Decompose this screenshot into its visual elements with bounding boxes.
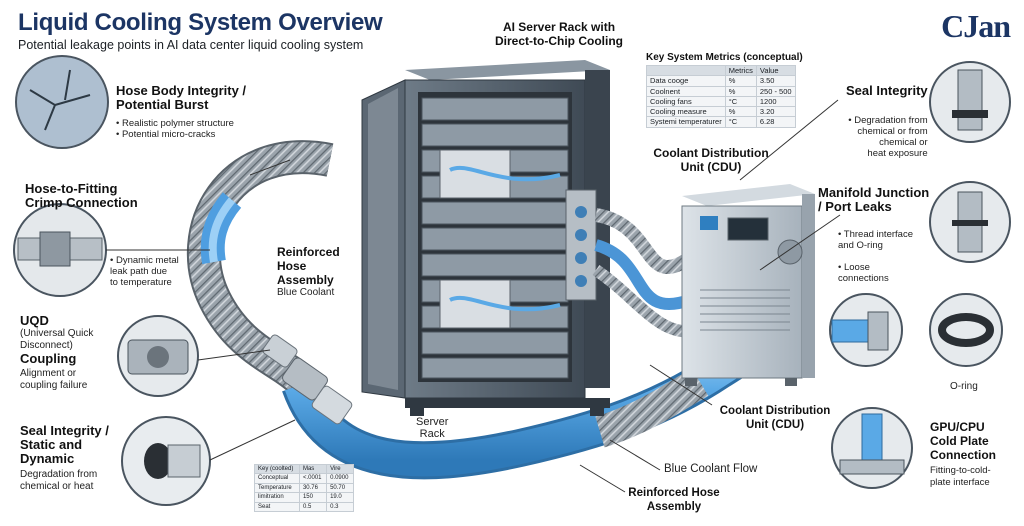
metrics-cell: Cooling fans <box>646 95 726 108</box>
callout-title: Manifold Junction / Port Leaks <box>818 185 930 214</box>
metrics-cell: Coolnent <box>646 85 726 97</box>
metrics-cell: 250 - 500 <box>755 85 796 97</box>
small-table-cell: limitration <box>254 492 300 503</box>
metrics-cell: % <box>724 75 757 87</box>
metrics-title: Key System Metrics (conceptual) <box>646 52 803 63</box>
table-row: Cooling measure%3.20 <box>646 106 796 118</box>
cdu-top-label: Coolant Distribution Unit (CDU) <box>653 146 769 174</box>
small-table-cell: Conceptual <box>254 473 300 484</box>
callout-crimp: Hose-to-Fitting Crimp Connection <box>25 182 138 210</box>
small-table-cell: 0.5 <box>298 501 328 513</box>
callout-circle-seal-right <box>929 61 1011 143</box>
callout-bullet: Potential micro-cracks <box>116 129 246 140</box>
callout-circle-manifold <box>929 181 1011 263</box>
metrics-cell: 3.50 <box>755 75 796 87</box>
callout-bullet: Thread interface and O-ring <box>838 229 929 251</box>
callout-bullet: Dynamic metal leak path due to temperatu… <box>110 255 179 288</box>
metrics-cell: 1200 <box>755 95 796 108</box>
callout-bullet: Realistic polymer structure <box>116 118 246 129</box>
callout-subtitle: (Universal Quick Disconnect) <box>20 328 94 351</box>
small-table-cell: Temperature <box>254 482 300 494</box>
table-row: Data cooge%3.50 <box>646 75 796 87</box>
metrics-cell: °C <box>724 95 757 108</box>
brand-logo: CJan <box>941 8 1011 44</box>
metrics-panel: Key System Metrics (conceptual) Metrics … <box>646 52 803 128</box>
page-title: Liquid Cooling System Overview <box>18 9 383 36</box>
callout-circle-oring <box>929 293 1003 367</box>
callout-circle-seal-left <box>121 416 211 506</box>
callout-hose-body: Hose Body Integrity / Potential Burst Re… <box>116 83 247 141</box>
callout-bullet: Loose connections <box>838 262 929 284</box>
cdu-bottom-label: Coolant Distribution Unit (CDU) <box>719 405 831 431</box>
callout-title: UQD <box>20 313 49 328</box>
small-table-cell: Seat <box>254 501 300 513</box>
metrics-header: Value <box>755 64 796 77</box>
callout-circle-hose-body <box>15 55 109 149</box>
metrics-cell: 6.28 <box>755 116 796 128</box>
callout-uqd: UQD (Universal Quick Disconnect) Couplin… <box>20 314 93 392</box>
callout-cold-plate: GPU/CPU Cold Plate Connection Fitting-to… <box>930 420 996 489</box>
hose-assembly-title: Reinforced Hose Assembly <box>277 245 340 287</box>
metrics-header: Metrics <box>724 64 757 77</box>
reinforced-hose-bottom-label: Reinforced Hose Assembly <box>628 487 720 513</box>
small-table-cell: 50.70 <box>326 482 354 494</box>
small-table-cell: 0.3 <box>326 501 354 513</box>
small-table-cell: 30.76 <box>298 482 328 494</box>
callout-title: Hose-to-Fitting Crimp Connection <box>25 181 138 210</box>
callout-circle-cold-plate <box>831 407 913 489</box>
metrics-cell: % <box>724 85 757 97</box>
cdu-cabinet-drawing <box>681 184 815 386</box>
callout-desc: Fitting-to-cold- plate interface <box>930 465 991 488</box>
small-table-cell: 19.0 <box>326 492 354 503</box>
callout-title: Seal Integrity <box>846 83 928 98</box>
rack-title-label: AI Server Rack with Direct-to-Chip Cooli… <box>495 20 623 48</box>
small-table-cell: <.0001 <box>298 473 328 484</box>
callout-desc: Alignment or coupling failure <box>20 368 88 391</box>
table-row: Coolnent%250 - 500 <box>646 85 796 97</box>
callout-seal-right: Seal Integrity Degradation from chemical… <box>846 84 928 170</box>
callout-desc: Degradation from chemical or heat <box>20 469 98 492</box>
server-rack-drawing <box>361 60 610 416</box>
metrics-table: Metrics Value Data cooge%3.50 Coolnent%2… <box>646 64 796 128</box>
callout-title: GPU/CPU Cold Plate Connection <box>930 420 996 462</box>
metrics-cell: Cooling measure <box>646 106 726 118</box>
hose-assembly-subtitle: Blue Coolant <box>277 287 335 298</box>
small-table-header: Key (coolted) <box>254 463 300 475</box>
small-table-cell: 150 <box>298 492 328 503</box>
metrics-cell: Data cooge <box>646 75 726 87</box>
oring-caption: O-ring <box>950 381 978 392</box>
metrics-cell: Systemi temperaturer <box>646 116 726 128</box>
callout-circle-crimp <box>13 203 107 297</box>
metrics-cell: % <box>724 106 757 118</box>
callout-bullet: Degradation from chemical or from chemic… <box>846 115 927 159</box>
metrics-header <box>646 64 726 77</box>
small-table-header: Mas <box>298 463 328 475</box>
callout-seal-left: Seal Integrity / Static and Dynamic Degr… <box>20 424 109 493</box>
callout-title: Seal Integrity / Static and Dynamic <box>20 423 109 466</box>
callout-manifold: Manifold Junction / Port Leaks Thread in… <box>818 186 929 295</box>
page-subtitle: Potential leakage points in AI data cent… <box>18 38 364 52</box>
callout-circle-hose-end <box>829 293 903 367</box>
metrics-cell: 3.20 <box>755 106 796 118</box>
metrics-cell: °C <box>724 116 757 128</box>
callout-title-2: Coupling <box>20 351 77 366</box>
callout-circle-uqd <box>117 315 199 397</box>
small-table-cell: 0.0900 <box>326 473 354 484</box>
server-rack-label: Server Rack <box>416 416 449 440</box>
callout-title: Hose Body Integrity / Potential Burst <box>116 83 247 112</box>
small-table-header: Vire <box>326 463 354 475</box>
blue-coolant-flow-label: Blue Coolant Flow <box>664 463 758 475</box>
callout-crimp-bullets: Dynamic metal leak path due to temperatu… <box>110 244 179 299</box>
